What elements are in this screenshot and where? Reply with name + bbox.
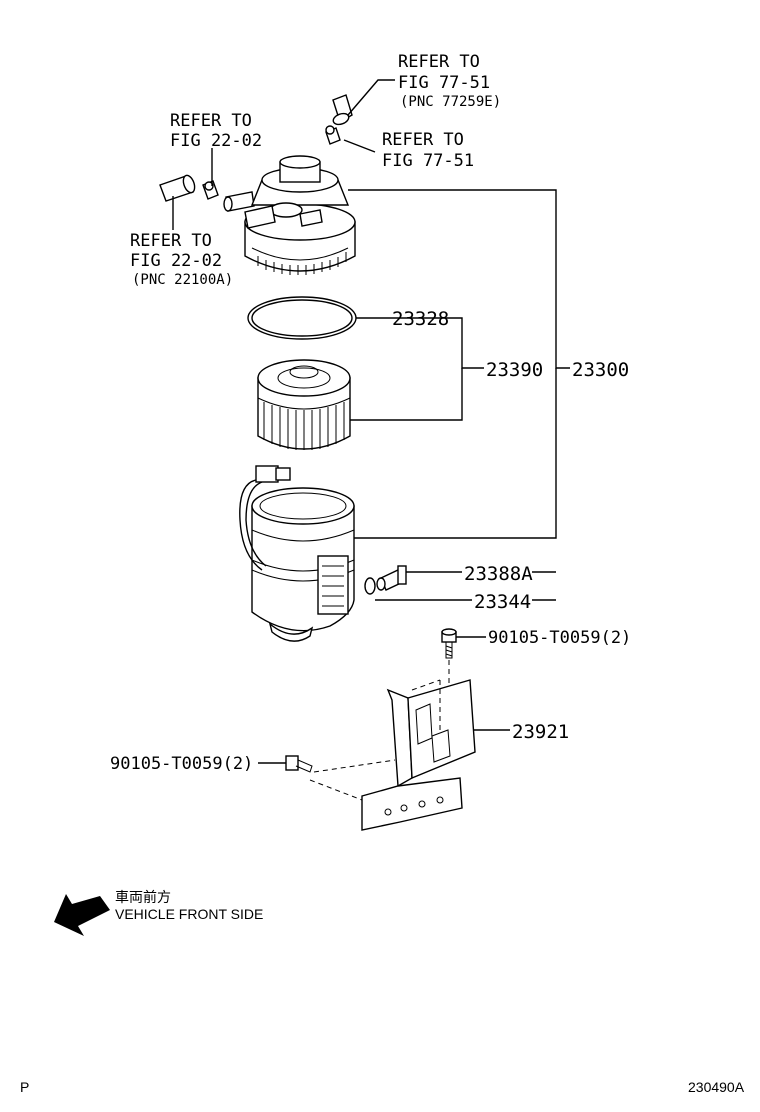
bolt-left [285, 755, 396, 801]
callout-23344: 23344 [474, 591, 531, 613]
svg-text:90105-T0059(2): 90105-T0059(2) [110, 754, 253, 774]
filter-case [239, 465, 355, 642]
svg-text:REFER TO: REFER TO [382, 130, 464, 150]
ref1-text: REFER TO [398, 52, 480, 72]
callout-23388a: 23388A [464, 563, 533, 585]
ref1-fig: FIG 77-51 [398, 73, 490, 93]
hose-clip-right [325, 125, 341, 145]
callout-bolt-top: 90105-T0059(2) [488, 628, 631, 648]
callout-23328: 23328 [392, 308, 449, 330]
svg-text:FIG 22-02: FIG 22-02 [130, 251, 222, 271]
svg-text:23300: 23300 [572, 359, 629, 381]
ref4-pnc: (PNC 22100A) [132, 272, 233, 288]
callout-23921: 23921 [512, 721, 569, 743]
inlet-pipe [223, 191, 255, 212]
callout-23390: 23390 [486, 359, 543, 381]
svg-text:REFER TO: REFER TO [398, 52, 480, 72]
svg-text:FIG 77-51: FIG 77-51 [398, 73, 490, 93]
svg-text:VEHICLE FRONT SIDE: VEHICLE FRONT SIDE [115, 906, 263, 922]
filter-head [244, 155, 356, 275]
direction-english: VEHICLE FRONT SIDE [115, 906, 263, 922]
svg-text:車両前方: 車両前方 [115, 889, 171, 905]
ref4-text: REFER TO [130, 231, 212, 251]
svg-text:90105-T0059(2): 90105-T0059(2) [488, 628, 631, 648]
svg-text:23388A: 23388A [464, 563, 533, 585]
svg-text:23390: 23390 [486, 359, 543, 381]
svg-text:FIG 22-02: FIG 22-02 [170, 131, 262, 151]
svg-text:REFER TO: REFER TO [170, 111, 252, 131]
svg-text:230490A: 230490A [688, 1079, 745, 1095]
ref3-text: REFER TO [170, 111, 252, 131]
return-hose [332, 94, 353, 126]
svg-text:23921: 23921 [512, 721, 569, 743]
gasket-ring [247, 296, 357, 340]
o-ring [364, 577, 376, 595]
svg-text:REFER TO: REFER TO [130, 231, 212, 251]
filter-element [257, 359, 351, 450]
ref2-text: REFER TO [382, 130, 464, 150]
fuel-hose-left [159, 174, 196, 202]
svg-text:(PNC 77259E): (PNC 77259E) [400, 94, 501, 110]
svg-text:P: P [20, 1079, 29, 1095]
svg-text:FIG 77-51: FIG 77-51 [382, 151, 474, 171]
leader-lines [172, 79, 570, 764]
callout-23300: 23300 [572, 359, 629, 381]
callout-bolt-left: 90105-T0059(2) [110, 754, 253, 774]
bracket [361, 679, 476, 831]
hose-clip-left [202, 180, 219, 200]
svg-text:23344: 23344 [474, 591, 531, 613]
water-sensor [376, 565, 407, 591]
svg-text:(PNC 22100A): (PNC 22100A) [132, 272, 233, 288]
ref4-fig: FIG 22-02 [130, 251, 222, 271]
figure-code: 230490A [688, 1079, 745, 1095]
direction-japanese: 車両前方 [115, 889, 171, 905]
ref2-fig: FIG 77-51 [382, 151, 474, 171]
ref1-pnc: (PNC 77259E) [400, 94, 501, 110]
ref3-fig: FIG 22-02 [170, 131, 262, 151]
svg-text:23328: 23328 [392, 308, 449, 330]
front-direction-arrow-icon [54, 894, 110, 936]
footer-mark: P [20, 1079, 29, 1095]
